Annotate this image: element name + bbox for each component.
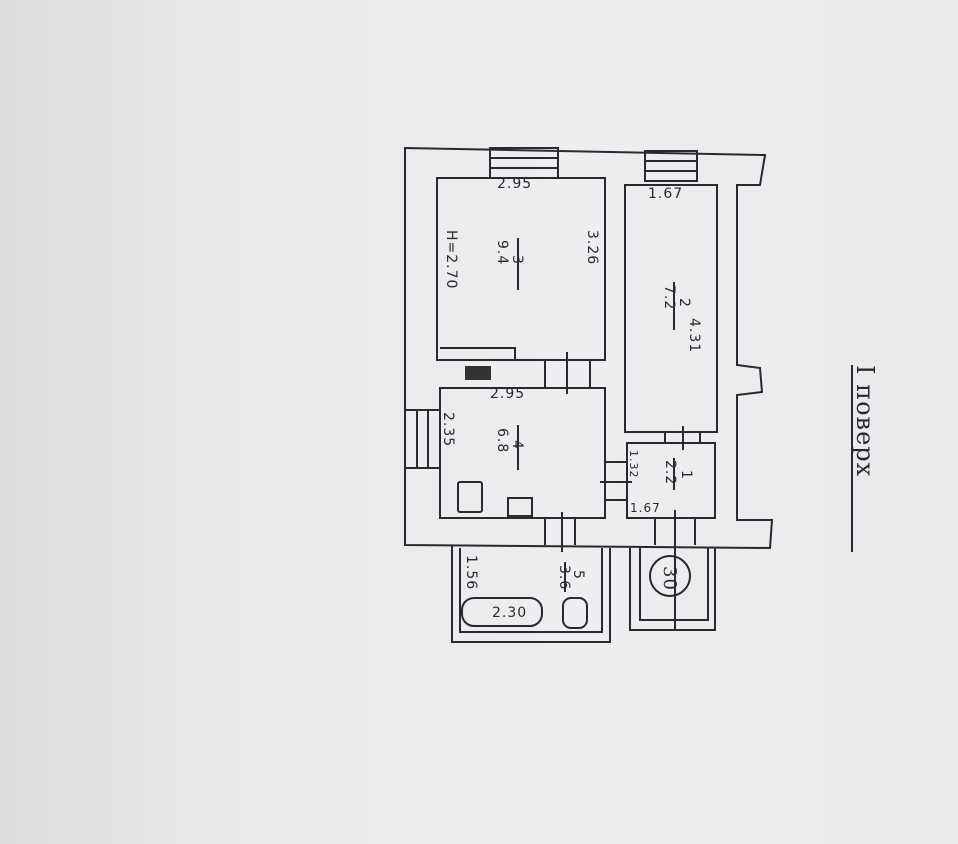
room-1: [626, 442, 716, 519]
room-4-length: 2.35: [440, 412, 456, 447]
ceiling-height: H=2.70: [443, 230, 459, 289]
rooms: [436, 177, 718, 630]
room-3-length: 3.26: [584, 230, 600, 265]
room-1-length: 1.67: [630, 501, 661, 515]
room-4-area: 6.8: [494, 428, 510, 453]
room-2-number: 2: [676, 298, 692, 308]
room-1-area: 2.2: [662, 460, 678, 485]
entrance-mark: 30: [659, 566, 680, 591]
labels: 2.95 3.26 3 9.4 H=2.70 1.67 4.31 2 7.2 2…: [440, 176, 879, 621]
room-4-width: 2.95: [490, 386, 525, 402]
room-5-length: 2.30: [492, 605, 527, 621]
floor-label: I поверх: [851, 365, 879, 477]
room-2: [624, 184, 718, 433]
room-3: [436, 177, 606, 361]
room-3-area: 9.4: [494, 240, 510, 265]
room-4: [439, 387, 606, 519]
room-1-width: 1.32: [627, 450, 640, 479]
room-5-number: 5: [570, 570, 586, 580]
room-2-length: 4.31: [686, 318, 702, 353]
room-1-number: 1: [678, 470, 694, 480]
room-5-width: 1.56: [463, 555, 479, 590]
room-2-width: 1.67: [648, 186, 683, 202]
room-3-width: 2.95: [497, 176, 532, 192]
